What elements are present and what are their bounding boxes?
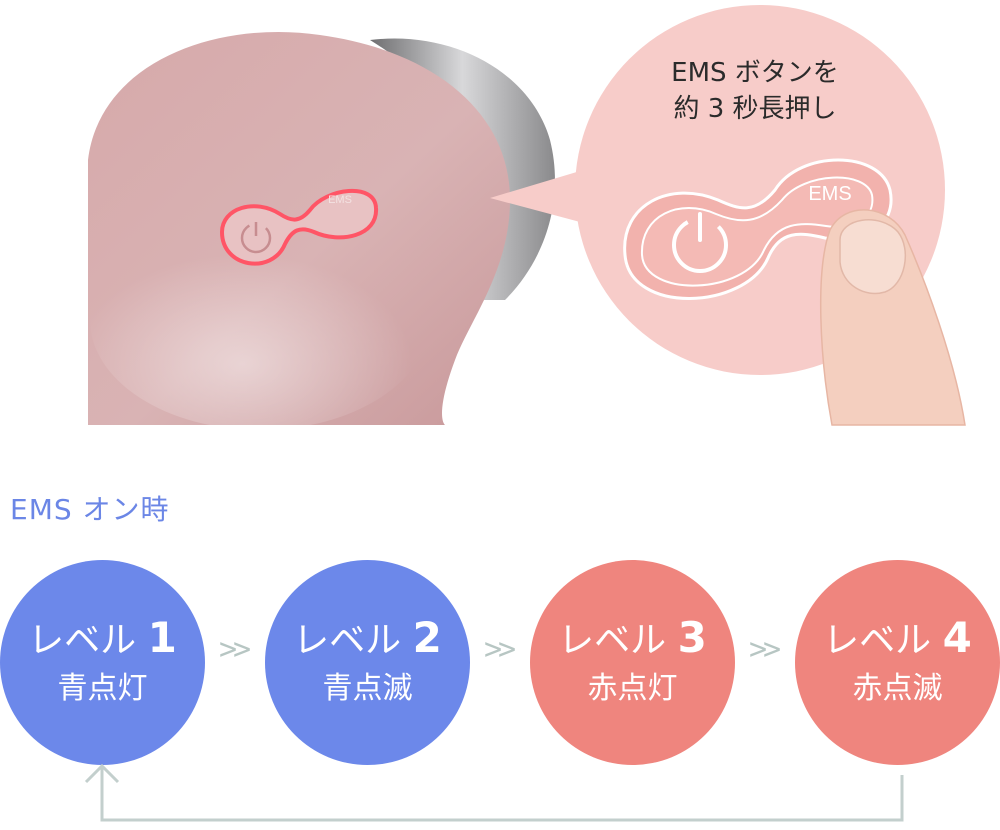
level-3-circle: レベル 3 赤点灯 — [530, 560, 735, 765]
chevron-right-icon: >> — [748, 632, 781, 667]
callout-line-1: EMS ボタンを — [671, 58, 839, 88]
callout-line-2: 約 3 秒長押し — [673, 94, 837, 124]
level-state: 青点滅 — [322, 671, 413, 706]
callout-ems-label: EMS — [808, 183, 851, 205]
level-state: 青点灯 — [57, 671, 148, 706]
level-state: 赤点灯 — [587, 671, 678, 706]
section-title: EMS オン時 — [10, 493, 170, 526]
level-label: レベル — [558, 620, 667, 661]
level-label: レベル — [293, 620, 402, 661]
loop-back-arrow — [84, 763, 904, 822]
callout-bubble: EMS — [490, 5, 966, 426]
device-illustration: EMS EMS — [88, 5, 966, 430]
level-number: 1 — [147, 613, 177, 662]
level-2-circle: レベル 2 青点滅 — [265, 560, 470, 765]
level-number: 2 — [412, 613, 442, 662]
level-label: レベル — [823, 620, 932, 661]
level-number: 3 — [677, 613, 707, 662]
level-label: レベル — [28, 620, 137, 661]
chevron-right-icon: >> — [483, 632, 516, 667]
power-icon — [240, 222, 272, 254]
device-ems-label: EMS — [328, 194, 352, 206]
level-4-circle: レベル 4 赤点滅 — [795, 560, 1000, 765]
finger-illustration — [819, 209, 966, 426]
chevron-up-icon — [84, 763, 120, 784]
device-metal-cap — [370, 38, 555, 301]
callout-instruction: EMS ボタンを 約 3 秒長押し — [640, 55, 870, 127]
level-number: 4 — [942, 613, 972, 662]
level-state: 赤点滅 — [852, 671, 943, 706]
chevron-right-icon: >> — [218, 632, 251, 667]
device-button: EMS — [219, 188, 379, 266]
level-1-circle: レベル 1 青点灯 — [0, 560, 205, 765]
